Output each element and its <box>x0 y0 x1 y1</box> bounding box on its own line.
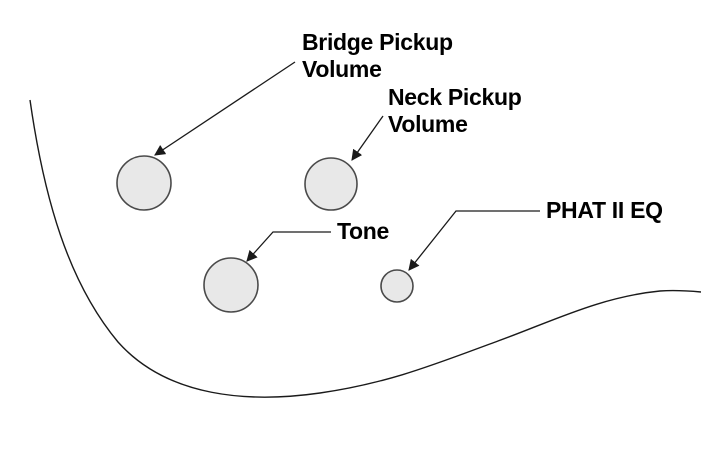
phat-eq-knob <box>380 269 414 303</box>
phat-leader-line <box>408 210 540 271</box>
neck-volume-knob <box>304 157 358 211</box>
bridge-volume-knob <box>116 155 172 211</box>
phat-eq-label: PHAT II EQ <box>546 197 663 223</box>
neck-volume-label: Neck Pickup Volume <box>388 84 522 138</box>
bridge-volume-label: Bridge Pickup Volume <box>302 29 453 83</box>
neck-leader-line <box>351 115 384 161</box>
tone-knob <box>203 257 259 313</box>
tone-leader-line <box>246 231 331 262</box>
guitar-body-outline <box>29 99 701 398</box>
bridge-leader-line <box>154 61 296 156</box>
tone-label: Tone <box>337 218 390 244</box>
